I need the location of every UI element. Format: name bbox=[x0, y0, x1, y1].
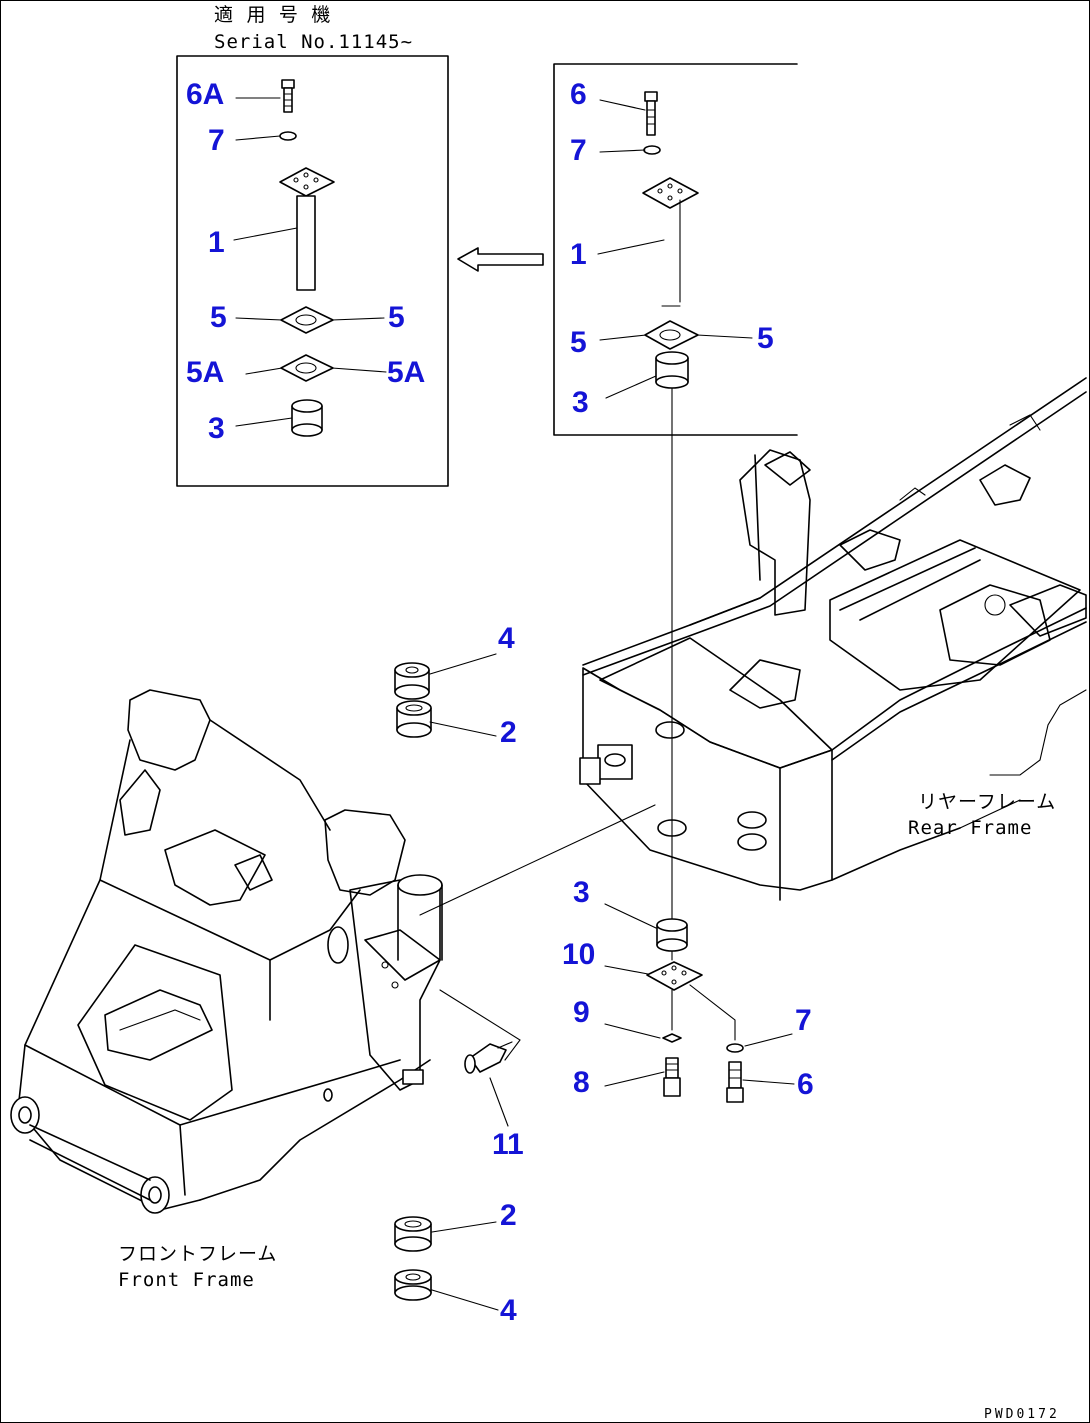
washer-7-icon bbox=[279, 131, 297, 141]
serial-note-en: Serial No.11145~ bbox=[214, 31, 413, 53]
bolt-8-icon bbox=[663, 1057, 681, 1097]
pin-1-flange-icon bbox=[642, 177, 699, 209]
washer-7-lower-icon bbox=[726, 1043, 744, 1053]
rear-frame-drawing bbox=[579, 377, 1087, 901]
callout-6-lower: 6 bbox=[797, 1068, 814, 1101]
cushion-4-top-icon bbox=[394, 662, 430, 700]
callout-5a-right: 5A bbox=[387, 356, 425, 389]
arrow-left-icon bbox=[457, 247, 544, 272]
callout-7-lower: 7 bbox=[795, 1004, 812, 1037]
rear-frame-label-en: Rear Frame bbox=[908, 817, 1032, 839]
bolt-6a-icon bbox=[281, 79, 295, 113]
callout-5-right: 5 bbox=[757, 322, 774, 355]
pin-1-icon bbox=[279, 167, 335, 291]
callout-4-top: 4 bbox=[498, 622, 515, 655]
front-frame-label-en: Front Frame bbox=[118, 1269, 255, 1291]
callout-2-top: 2 bbox=[500, 716, 517, 749]
rear-frame-label-jp: リヤーフレーム bbox=[918, 791, 1056, 813]
cushion-2-bottom-icon bbox=[394, 1216, 432, 1252]
callout-3: 3 bbox=[572, 386, 589, 419]
serial-note-jp: 適 用 号 機 bbox=[214, 4, 331, 26]
bolt-6-lower-icon bbox=[726, 1061, 744, 1103]
bushing-3-lower-icon bbox=[656, 918, 688, 952]
callout-3: 3 bbox=[208, 412, 225, 445]
callout-1: 1 bbox=[570, 238, 587, 271]
callout-9: 9 bbox=[573, 996, 590, 1029]
serial-note: 適 用 号 機 Serial No.11145~ bbox=[214, 4, 413, 53]
shim-5-icon bbox=[644, 320, 699, 350]
callout-5-left: 5 bbox=[570, 326, 587, 359]
bolt-6-icon bbox=[644, 91, 658, 136]
grease-fitting-11-icon bbox=[464, 1041, 513, 1074]
callout-7: 7 bbox=[570, 134, 587, 167]
cushion-4-bottom-icon bbox=[394, 1269, 432, 1301]
callout-8: 8 bbox=[573, 1066, 590, 1099]
callout-6a: 6A bbox=[186, 78, 224, 111]
callout-5-right: 5 bbox=[388, 301, 405, 334]
detail-box-standard: 6 7 1 5 5 3 bbox=[553, 63, 798, 436]
cushion-2-top-icon bbox=[396, 700, 432, 738]
callout-5a-left: 5A bbox=[186, 356, 224, 389]
washer-9-icon bbox=[662, 1033, 682, 1043]
callout-11: 11 bbox=[492, 1128, 524, 1161]
shim-5-icon bbox=[280, 306, 334, 334]
drawing-code: PWD0172 bbox=[984, 1407, 1060, 1422]
shim-5a-icon bbox=[280, 354, 334, 382]
front-frame-drawing bbox=[10, 689, 443, 1214]
callout-5-left: 5 bbox=[210, 301, 227, 334]
callout-2-bottom: 2 bbox=[500, 1199, 517, 1232]
callout-7: 7 bbox=[208, 124, 225, 157]
callout-1: 1 bbox=[208, 226, 225, 259]
detail-box-serial-variant: 6A 7 1 5 5 5A 5A 3 bbox=[176, 55, 449, 487]
callout-3-lower: 3 bbox=[573, 876, 590, 909]
washer-7-icon bbox=[643, 145, 661, 155]
front-frame-label-jp: フロントフレーム bbox=[118, 1243, 277, 1265]
front-frame-label: フロントフレーム Front Frame bbox=[118, 1243, 277, 1291]
callout-6: 6 bbox=[570, 78, 587, 111]
bushing-3-icon bbox=[655, 351, 689, 389]
callout-4-bottom: 4 bbox=[500, 1294, 517, 1327]
rear-frame-label: リヤーフレーム Rear Frame bbox=[908, 791, 1056, 839]
bushing-3-icon bbox=[291, 399, 323, 437]
plate-10-icon bbox=[646, 961, 703, 991]
callout-10: 10 bbox=[562, 938, 595, 971]
